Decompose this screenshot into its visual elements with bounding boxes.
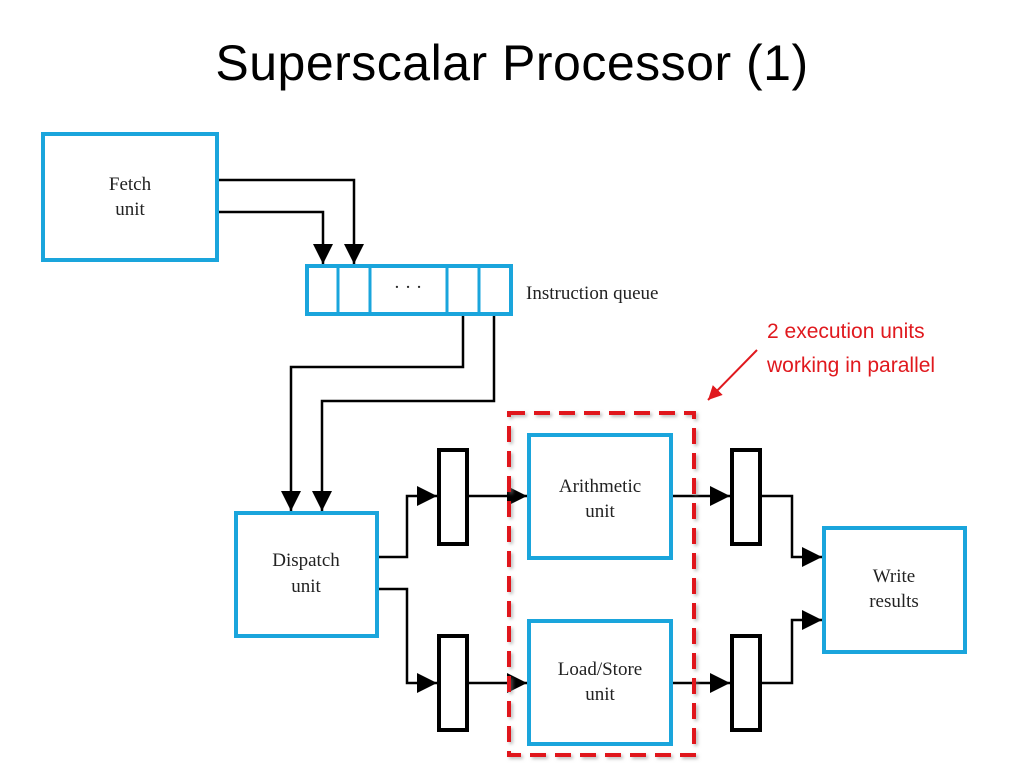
- fetch-unit-label-1: Fetch: [109, 174, 152, 195]
- arithmetic-unit: Arithmetic unit: [527, 433, 673, 560]
- annotation-line-1: 2 execution units: [767, 320, 925, 343]
- load-store-unit: Load/Store unit: [527, 619, 673, 746]
- slide-title: Superscalar Processor (1): [215, 35, 809, 91]
- dispatch-to-buffer-top-arrow: [377, 486, 437, 559]
- parallel-units-highlight: [507, 411, 696, 757]
- annotation-line-2: working in parallel: [766, 354, 935, 377]
- buffer-to-write-top-arrow: [762, 494, 822, 567]
- load-store-unit-label-1: Load/Store: [558, 659, 642, 680]
- instruction-queue-label: Instruction queue: [526, 283, 658, 304]
- dispatch-to-buffer-bottom-arrow: [377, 587, 437, 693]
- write-results-label-2: results: [869, 591, 919, 612]
- dispatch-unit-label-2: unit: [291, 576, 321, 597]
- buffer-in-top: [437, 448, 469, 546]
- arithmetic-unit-label-2: unit: [585, 501, 615, 522]
- dispatch-unit: Dispatch unit: [234, 511, 379, 638]
- queue-ellipsis: · · ·: [394, 277, 422, 298]
- write-results-label-1: Write: [873, 566, 916, 587]
- buffer-in-bottom: [437, 634, 469, 732]
- load-store-unit-label-2: unit: [585, 684, 615, 705]
- buffer-to-write-bottom-arrow: [762, 610, 822, 685]
- fetch-to-queue-arrow-2: [217, 210, 333, 264]
- buffer-out-top: [730, 448, 762, 546]
- connectors: [217, 178, 822, 693]
- fetch-unit-label-2: unit: [115, 199, 145, 220]
- parallel-annotation: 2 execution units working in parallel: [707, 320, 935, 401]
- pipeline-buffers: [437, 448, 762, 732]
- arithmetic-unit-label-1: Arithmetic: [559, 476, 641, 497]
- fetch-unit: Fetch unit: [41, 132, 219, 262]
- fetch-to-queue-arrow-1: [217, 178, 364, 264]
- annotation-arrow: [707, 349, 758, 401]
- instruction-queue: · · ·: [305, 264, 513, 316]
- buffer-out-bottom: [730, 634, 762, 732]
- write-results-unit: Write results: [822, 526, 967, 654]
- queue-to-dispatch-arrow-1: [281, 314, 465, 511]
- queue-to-dispatch-arrow-2: [312, 314, 496, 511]
- dispatch-unit-label-1: Dispatch: [272, 550, 340, 571]
